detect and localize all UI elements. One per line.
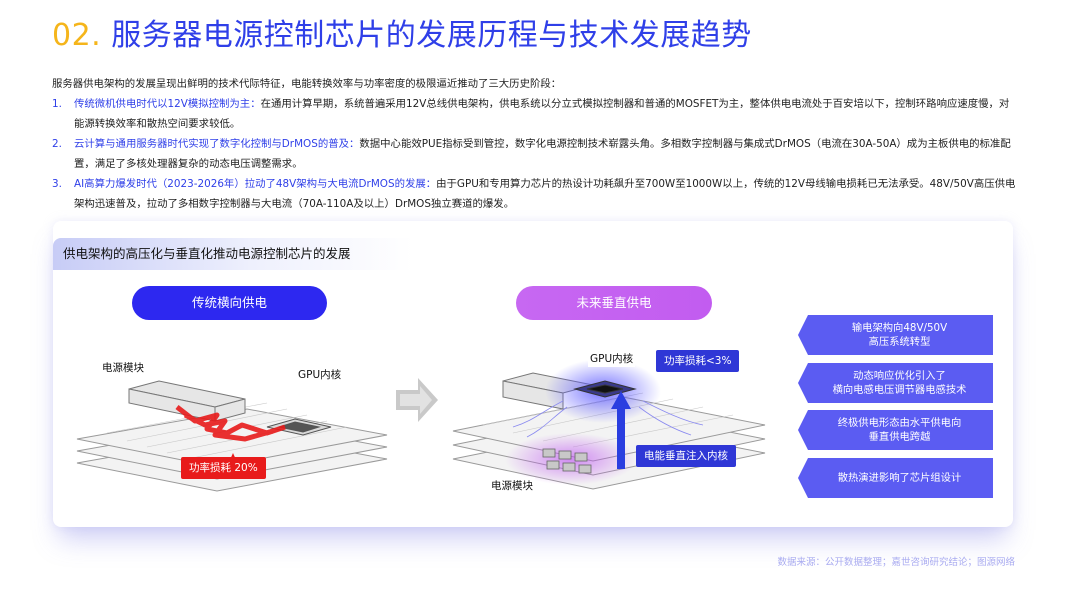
- stage-index: 1.: [52, 98, 62, 110]
- stage-highlight: 传统微机供电时代以12V模拟控制为主：: [74, 98, 261, 110]
- transition-arrow-icon: [396, 378, 438, 422]
- diagram-panel: 供电架构的高压化与垂直化推动电源控制芯片的发展 传统横向供电 未来垂直供电: [53, 221, 1013, 527]
- gpu-core-label: GPU内核: [588, 350, 636, 367]
- stage-body: 数据中心能效PUE指标受到管控，数字化电源控制技术崭露头角。多相数字控制器与集成…: [74, 138, 1011, 170]
- stage-index: 2.: [52, 138, 62, 150]
- gpu-core-label: GPU内核: [296, 366, 344, 383]
- source-note: 数据来源：公开数据整理；嘉世咨询研究结论；图源网络: [777, 557, 1015, 568]
- stage-item: 2. 云计算与通用服务器时代实现了数字化控制与DrMOS的普及：数据中心能效PUE…: [52, 134, 1017, 174]
- stage-index: 3.: [52, 178, 62, 190]
- section-title: 服务器电源控制芯片的发展历程与技术发展趋势: [111, 18, 752, 53]
- lateral-supply-pill: 传统横向供电: [132, 286, 327, 320]
- power-module-label: 电源模块: [100, 359, 146, 376]
- power-loss-tag: 功率损耗 20%: [181, 457, 266, 479]
- panel-title-bar: 供电架构的高压化与垂直化推动电源控制芯片的发展: [53, 238, 413, 270]
- trace-lines: [512, 400, 704, 438]
- trend-text: 散热演进影响了芯片组设计: [837, 472, 962, 484]
- lateral-current-path: [175, 405, 286, 442]
- vertical-supply-pill: 未来垂直供电: [516, 286, 712, 320]
- panel-title: 供电架构的高压化与垂直化推动电源控制芯片的发展: [63, 246, 351, 261]
- trend-item: 终极供电形态由水平供电向 垂直供电跨越: [798, 410, 993, 450]
- stage-highlight: 云计算与通用服务器时代实现了数字化控制与DrMOS的普及：: [74, 138, 360, 150]
- stage-item: 1. 传统微机供电时代以12V模拟控制为主：在通用计算早期，系统普遍采用12V总线…: [52, 94, 1017, 134]
- trend-text: 终极供电形态由水平供电向 垂直供电跨越: [837, 417, 962, 443]
- trend-text: 动态响应优化引入了 横向电感电压调节器电感技术: [832, 370, 967, 396]
- trend-item: 动态响应优化引入了 横向电感电压调节器电感技术: [798, 363, 993, 403]
- intro-text: 服务器供电架构的发展呈现出鲜明的技术代际特征，电能转换效率与功率密度的极限逼近推…: [52, 78, 562, 90]
- vertical-inject-tag: 电能垂直注入内核: [636, 445, 736, 467]
- vrm-array: [542, 448, 592, 474]
- trend-item: 散热演进影响了芯片组设计: [798, 458, 993, 498]
- vertical-arrow: [611, 391, 631, 469]
- vertical-board-illustration: [452, 359, 766, 490]
- stage-item: 3. AI高算力爆发时代（2023-2026年）拉动了48V架构与大电流DrMOS…: [52, 174, 1017, 214]
- gpu-chip: [266, 418, 332, 436]
- stage-body: 由于GPU和专用算力芯片的热设计功耗飙升至700W至1000W以上，传统的12V…: [74, 178, 1016, 210]
- stage-body: 在通用计算早期，系统普遍采用12V总线供电架构，供电系统以分立式模拟控制器和普通…: [74, 98, 1010, 130]
- power-module-label: 电源模块: [489, 477, 535, 494]
- page-title: 02. 服务器电源控制芯片的发展历程与技术发展趋势: [52, 14, 752, 58]
- stage-highlight: AI高算力爆发时代（2023-2026年）拉动了48V架构与大电流DrMOS的发…: [74, 178, 437, 190]
- trend-text: 输电架构向48V/50V 高压系统转型: [851, 322, 948, 348]
- power-loss-tag: 功率损耗<3%: [656, 350, 740, 372]
- stage-list: 1. 传统微机供电时代以12V模拟控制为主：在通用计算早期，系统普遍采用12V总线…: [52, 94, 1017, 214]
- trend-item: 输电架构向48V/50V 高压系统转型: [798, 315, 993, 355]
- section-number: 02.: [52, 18, 102, 53]
